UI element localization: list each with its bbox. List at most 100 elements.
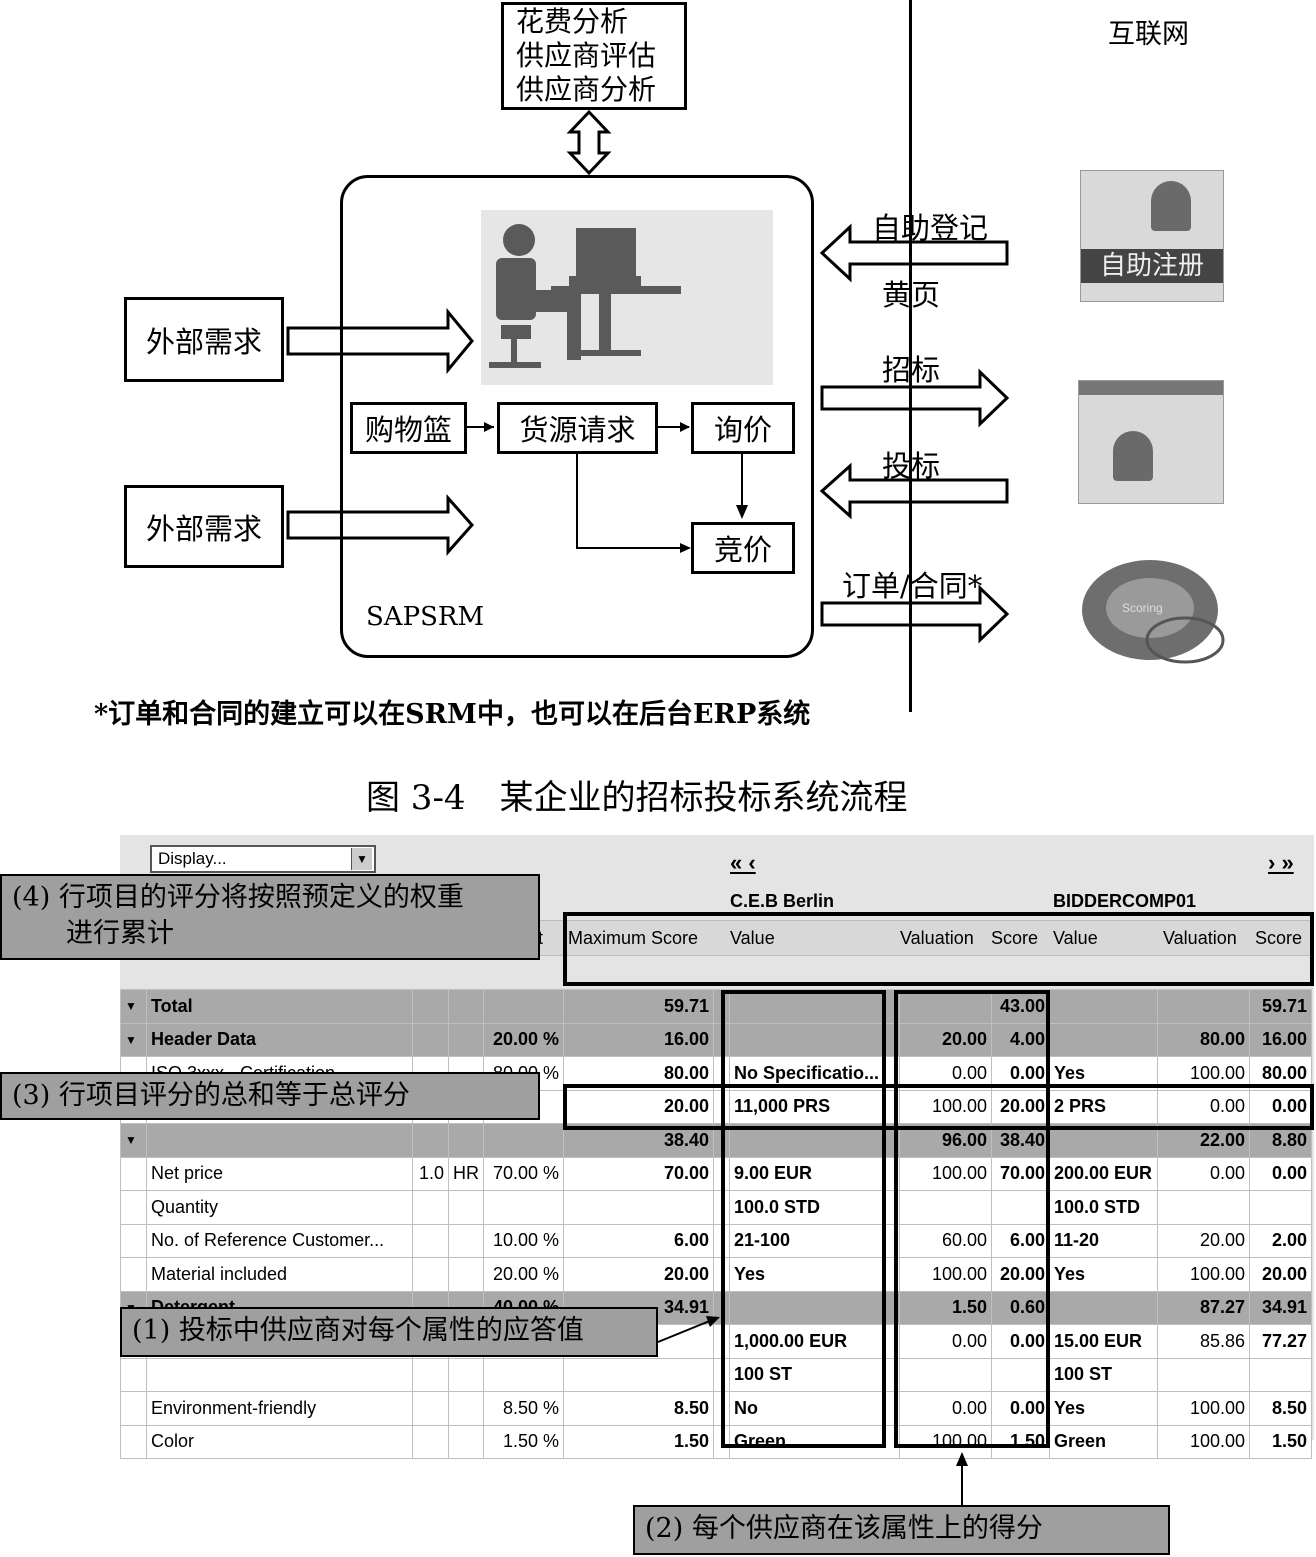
tender-screenshot [1078,380,1224,504]
diagram-arrows: Scoring [286,109,1225,664]
double-arrow-icon [566,109,612,176]
bidder1-value [729,1290,900,1325]
bidder2-valuation: 100.00 [1157,1391,1250,1426]
bidder2-score: 1.50 [1249,1424,1312,1459]
expand-toggle-icon[interactable]: ▼ [120,1123,147,1158]
row-unit [448,1223,484,1258]
bidder2-score: 8.50 [1249,1391,1312,1426]
row-weight [483,989,564,1024]
row-quantity [412,1424,449,1459]
bidder1-valuation: 0.00 [899,1324,992,1359]
system-label: SAPSRM [366,602,485,632]
row-weight: 20.00 % [483,1257,564,1292]
footnote: *订单和合同的建立可以在SRM中，也可以在后台ERP系统 [94,699,811,730]
bidder2-value: 11-20 [1049,1223,1158,1258]
bidder1-valuation: 0.00 [899,1391,992,1426]
highlight-subtotal-row [563,1084,1314,1130]
expand-toggle-icon[interactable]: ▼ [120,989,147,1024]
bidder1-valuation [899,989,992,1024]
bidder1-valuation: 20.00 [899,1022,992,1057]
row-label: Environment-friendly [146,1391,413,1426]
callout-attribute-score: (2) 每个供应商在该属性上的得分 [633,1505,1170,1555]
row-quantity: 1.0 [412,1156,449,1191]
highlight-total-row [563,912,1314,986]
flow-yellow-pages: 黄页 [882,278,941,312]
bidder2-value: Yes [1049,1391,1158,1426]
row-label: Net price [146,1156,413,1191]
row-quantity [412,989,449,1024]
nav-next-button[interactable]: › » [1268,850,1294,875]
bidder2-valuation: 100.00 [1157,1424,1250,1459]
bidder1-score: 43.00 [991,989,1050,1024]
bidder2-valuation [1157,1190,1250,1225]
row-weight [483,1190,564,1225]
row-quantity [412,1357,449,1392]
callout-weighted-accumulation: (4) 行项目的评分将按照预定义的权重 进行累计 [0,874,540,960]
cart-box: 购物篮 [350,402,467,454]
bidder2-score: 0.00 [1249,1089,1312,1124]
row-max-score [563,1357,714,1392]
row-max-score: 16.00 [563,1022,714,1057]
bidder1-value: 9.00 EUR [729,1156,900,1191]
expand-toggle-icon[interactable]: ▼ [120,1022,147,1057]
row-label [146,1123,413,1158]
row-unit [448,1357,484,1392]
bidder2-score: 59.71 [1249,989,1312,1024]
bidder1-score: 4.00 [991,1022,1050,1057]
external-demand-box-1: 外部需求 [124,297,284,382]
row-unit [448,1022,484,1057]
bidder2-score: 77.27 [1249,1324,1312,1359]
row-quantity [412,1123,449,1158]
bidder1-value [729,989,900,1024]
nav-prev-button[interactable]: « ‹ [730,850,756,875]
bidder2-value: 200.00 EUR [1049,1156,1158,1191]
display-dropdown[interactable]: Display... ▼ [150,845,376,873]
row-weight: 20.00 % [483,1022,564,1057]
bidder1-value: 1,000.00 EUR [729,1324,900,1359]
auction-box: 竞价 [691,522,795,574]
flow-tender: 招标 [882,353,941,387]
row-label: Material included [146,1257,413,1292]
bidder1-score [991,1357,1050,1392]
bidder1-value: No [729,1391,900,1426]
scoring-wheel-icon: Scoring [1082,560,1225,664]
callout-total-score: (3) 行项目评分的总和等于总评分 [0,1072,540,1120]
row-spacer [120,1223,147,1258]
row-quantity [412,1257,449,1292]
figure-caption: 图 3-4 某企业的招标投标系统流程 [366,778,908,818]
row-spacer [120,1190,147,1225]
row-weight [483,1123,564,1158]
row-quantity [412,1022,449,1057]
internet-label: 互联网 [1108,19,1189,50]
external-demand-box-2: 外部需求 [124,485,284,568]
bidder1-valuation: 100.00 [899,1156,992,1191]
analysis-line-1: 花费分析 [516,5,629,38]
row-label: No. of Reference Customer... [146,1223,413,1258]
demand-arrow-2 [286,494,475,556]
header-max-score: Maximum Score [568,928,699,948]
row-max-score: 8.50 [563,1391,714,1426]
bidder2-valuation: 0.00 [1157,1156,1250,1191]
order-arrow [820,584,1010,644]
callout-response-value: (1) 投标中供应商对每个属性的应答值 [120,1307,658,1357]
flow-order: 订单/合同* [842,569,983,603]
self-register-screenshot: 自助注册 [1080,170,1224,302]
bidder1-score: 1.50 [991,1424,1050,1459]
row-unit [448,1190,484,1225]
header-score-2: Score [1255,928,1303,948]
bidder1-valuation: 60.00 [899,1223,992,1258]
bidder2-value: 100.0 STD [1049,1190,1158,1225]
row-label: Header Data [146,1022,413,1057]
bidder2-score: 0.00 [1249,1156,1312,1191]
row-unit [448,1123,484,1158]
row-spacer [120,1156,147,1191]
chevron-down-icon[interactable]: ▼ [351,848,372,870]
workstation-illustration [481,210,773,385]
row-label [146,1357,413,1392]
tender-arrow [820,368,1010,428]
